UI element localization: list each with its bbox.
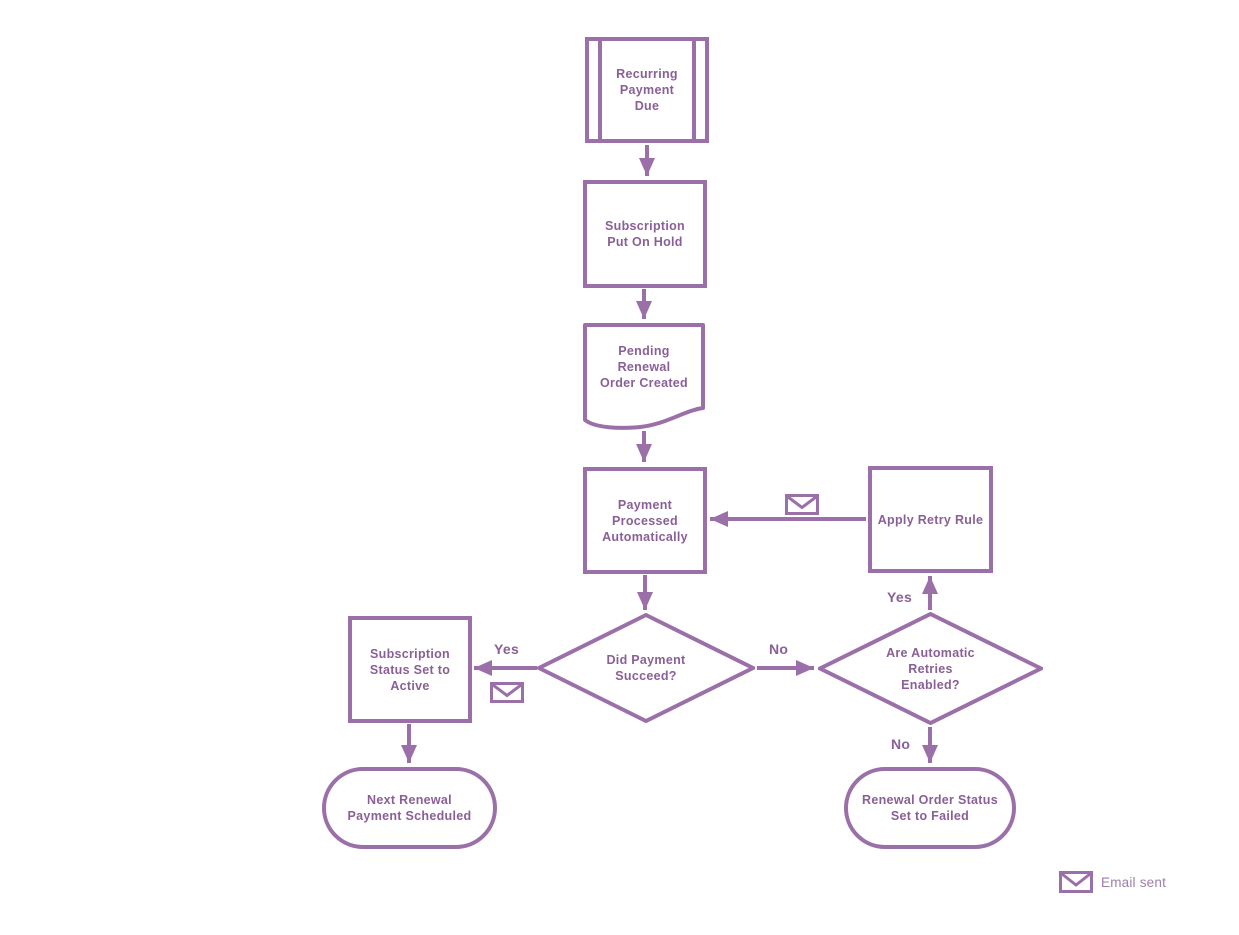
node-did-payment-succeed: Did Payment Succeed? — [537, 613, 755, 723]
node-subscription-put-on-hold: Subscription Put On Hold — [583, 180, 707, 288]
node-label: Did Payment Succeed? — [606, 653, 686, 683]
node-subscription-status-set-to-active: Subscription Status Set to Active — [348, 616, 472, 723]
predefined-process-bar-right — [692, 41, 696, 139]
predefined-process-bar-left — [598, 41, 602, 139]
edge-label-yes: Yes — [887, 589, 913, 605]
edge-label-no: No — [769, 641, 789, 657]
node-pending-renewal-order-created: Pending Renewal Order Created — [583, 323, 705, 433]
node-next-renewal-payment-scheduled: Next Renewal Payment Scheduled — [322, 767, 497, 849]
node-payment-processed-automatically: Payment Processed Automatically — [583, 467, 707, 574]
email-sent-icon — [785, 494, 819, 515]
node-label: Renewal Order Status Set to Failed — [862, 793, 998, 823]
node-label: Pending Renewal Order Created — [600, 344, 688, 390]
node-apply-retry-rule: Apply Retry Rule — [868, 466, 993, 573]
decision-diamond-icon — [537, 613, 755, 723]
edge-label-yes: Yes — [494, 641, 520, 657]
decision-diamond-icon — [818, 612, 1043, 725]
node-label: Subscription Put On Hold — [605, 219, 685, 249]
node-label: Are Automatic Retries Enabled? — [886, 645, 975, 692]
document-shape-icon — [583, 323, 705, 430]
email-sent-icon — [490, 682, 524, 703]
legend-label: Email sent — [1101, 875, 1167, 890]
node-label: Payment Processed Automatically — [602, 497, 688, 544]
edge-label-no: No — [891, 736, 911, 752]
node-label: Recurring Payment Due — [616, 67, 678, 113]
node-label: Next Renewal Payment Scheduled — [347, 793, 472, 823]
node-recurring-payment-due: Recurring Payment Due — [585, 37, 709, 143]
node-renewal-order-status-set-to-failed: Renewal Order Status Set to Failed — [844, 767, 1016, 849]
node-are-automatic-retries-enabled: Are Automatic Retries Enabled? — [818, 612, 1043, 725]
legend-email-sent-icon — [1059, 871, 1093, 893]
node-label: Apply Retry Rule — [877, 512, 984, 527]
node-label: Subscription Status Set to Active — [369, 646, 451, 693]
